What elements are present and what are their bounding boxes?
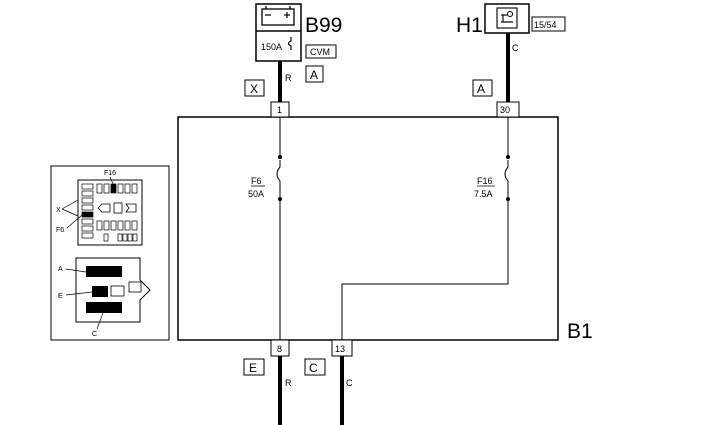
inset-connector-c: C <box>92 331 97 338</box>
fuse-f6-id: F6 <box>251 176 262 186</box>
inset-f6-label: F6 <box>56 227 64 234</box>
location-inset: F16 <box>50 165 170 341</box>
b1-ref: B1 <box>567 320 593 343</box>
inset-connector-a: A <box>58 266 63 273</box>
b99-component: 150A B99 CVM A <box>255 3 342 83</box>
b1-box <box>177 116 559 341</box>
inset-x-label: X <box>56 207 61 214</box>
inset-f16-label: F16 <box>104 170 116 177</box>
b99-tag: CVM <box>310 47 330 57</box>
pin-top-right: 30 <box>500 105 510 115</box>
fuse-f16-id: F16 <box>477 176 493 186</box>
h1-component: H1 15/54 <box>456 3 566 37</box>
fusebox-drawing: F16 <box>56 170 143 246</box>
connector-letter-top-right: A <box>477 82 485 96</box>
b99-ref: B99 <box>305 14 342 37</box>
b99-fuse-rating: 150A <box>261 42 282 52</box>
battery-icon <box>261 6 295 26</box>
connector-drawing: A E C <box>58 257 151 338</box>
connector-letter-bottom-right: C <box>309 361 318 375</box>
b99-tag-letter: A <box>310 68 318 82</box>
h1-ref: H1 <box>456 14 483 37</box>
ignition-key-icon <box>496 7 518 29</box>
h1-tag: 15/54 <box>534 20 557 30</box>
pin-top-left: 1 <box>277 105 282 115</box>
fuse-f6-rating: 50A <box>248 189 264 199</box>
wire-h1-color: C <box>512 43 519 53</box>
connector-letter-bottom-left: E <box>249 361 257 375</box>
wire-out-left-color: R <box>285 378 292 388</box>
internal-wiring <box>276 117 509 340</box>
connector-letter-top-left: X <box>250 82 258 96</box>
fuse-f16-rating: 7.5A <box>474 189 493 199</box>
inset-connector-e: E <box>58 293 63 300</box>
pin-bottom-right: 13 <box>335 344 345 354</box>
pin-bottom-left: 8 <box>277 344 282 354</box>
b99-fuse-symbol <box>287 37 292 50</box>
wire-out-right-color: C <box>346 378 353 388</box>
wire-b99-color: R <box>285 73 292 83</box>
